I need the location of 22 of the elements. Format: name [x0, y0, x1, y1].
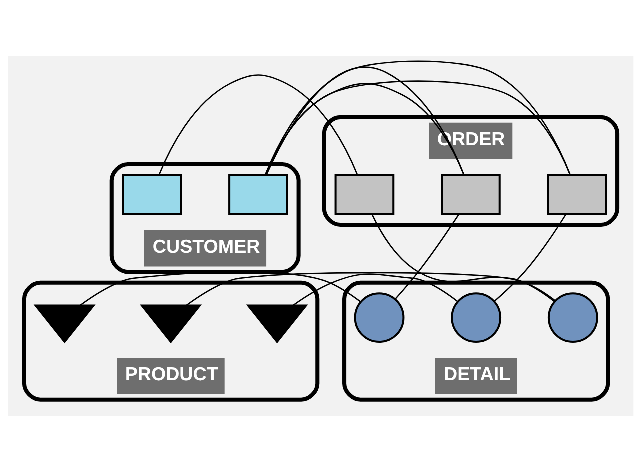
connector — [158, 74, 358, 176]
node-circle — [354, 292, 405, 344]
node-triangle — [34, 304, 96, 344]
connector — [186, 272, 555, 306]
node-box — [441, 174, 501, 216]
connector — [494, 214, 567, 302]
connector — [265, 67, 465, 176]
cluster: CUSTOMER — [110, 162, 301, 274]
node-box — [334, 174, 395, 216]
node-triangle — [246, 304, 308, 344]
cluster: PRODUCT — [22, 280, 320, 402]
node-box — [547, 174, 608, 216]
node-circle — [451, 292, 502, 344]
node-triangle — [140, 304, 202, 344]
node-circle — [548, 292, 598, 344]
connector — [80, 272, 362, 306]
cluster: DETAIL — [342, 280, 610, 402]
connector — [395, 214, 460, 300]
connector — [264, 60, 571, 176]
node-box — [122, 174, 182, 216]
node-box — [228, 174, 288, 216]
connector — [292, 274, 458, 306]
